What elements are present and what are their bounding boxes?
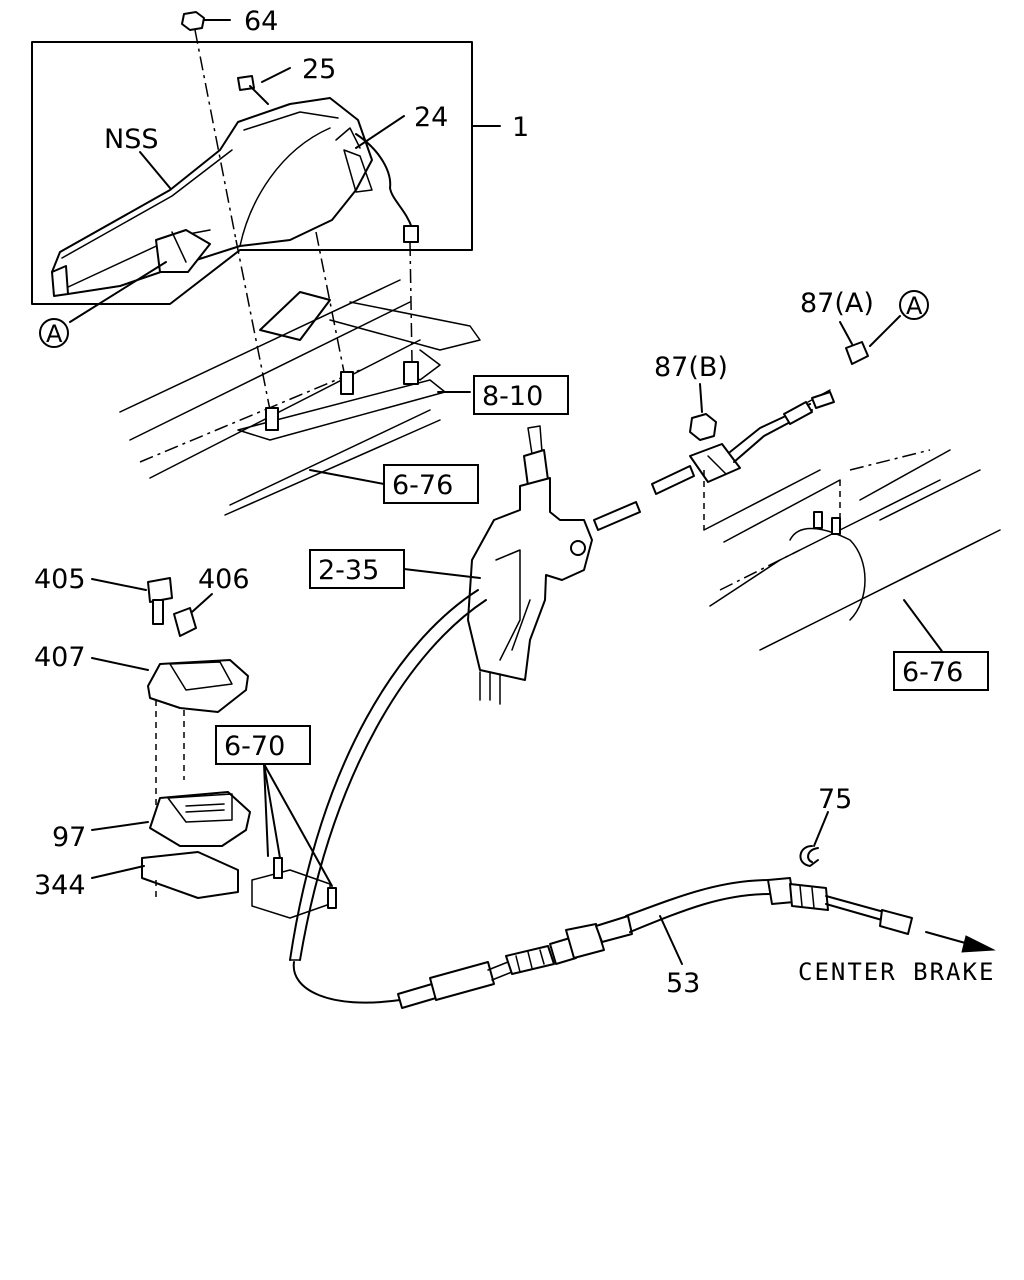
center-brake-label: CENTER BRAKE	[798, 958, 995, 986]
circle-label-a-right: A	[906, 292, 923, 320]
ref-label-6-70: 6-70	[224, 731, 285, 762]
callout-25: 25	[302, 54, 336, 85]
callout-nss: NSS	[104, 124, 158, 155]
ref-label-8-10: 8-10	[482, 381, 543, 412]
callout-97: 97	[52, 822, 86, 853]
ref-box-8-10: 8-10	[473, 375, 569, 415]
callout-407: 407	[34, 642, 86, 673]
ref-box-6-70: 6-70	[215, 725, 311, 765]
callout-53: 53	[666, 968, 700, 999]
reference-circle-a-right: A	[899, 290, 929, 320]
reference-circle-a-left: A	[39, 318, 69, 348]
front-cable-assembly	[651, 341, 1001, 651]
callout-405: 405	[34, 564, 86, 595]
bracket-stack	[141, 577, 337, 919]
ref-box-6-76-right: 6-76	[893, 651, 989, 691]
lever-bracket	[467, 425, 641, 705]
ref-box-6-76-top: 6-76	[383, 464, 479, 504]
callout-87a: 87(A)	[800, 288, 874, 319]
callout-87b: 87(B)	[654, 352, 728, 383]
rear-cable-53	[289, 589, 996, 1009]
callout-1: 1	[512, 112, 529, 143]
ref-label-6-76-right: 6-76	[902, 657, 963, 688]
circle-label-a-left: A	[46, 320, 63, 348]
console-assembly	[31, 11, 501, 516]
callout-64: 64	[244, 6, 278, 37]
top-callout-leaders	[69, 19, 471, 485]
callout-344: 344	[34, 870, 86, 901]
callout-75: 75	[818, 784, 852, 815]
callout-24: 24	[414, 102, 448, 133]
ref-box-2-35: 2-35	[309, 549, 405, 589]
callout-406: 406	[198, 564, 250, 595]
ref-label-6-76-top: 6-76	[392, 470, 453, 501]
center-brake-arrow-icon	[961, 935, 996, 953]
ref-label-2-35: 2-35	[318, 555, 379, 586]
